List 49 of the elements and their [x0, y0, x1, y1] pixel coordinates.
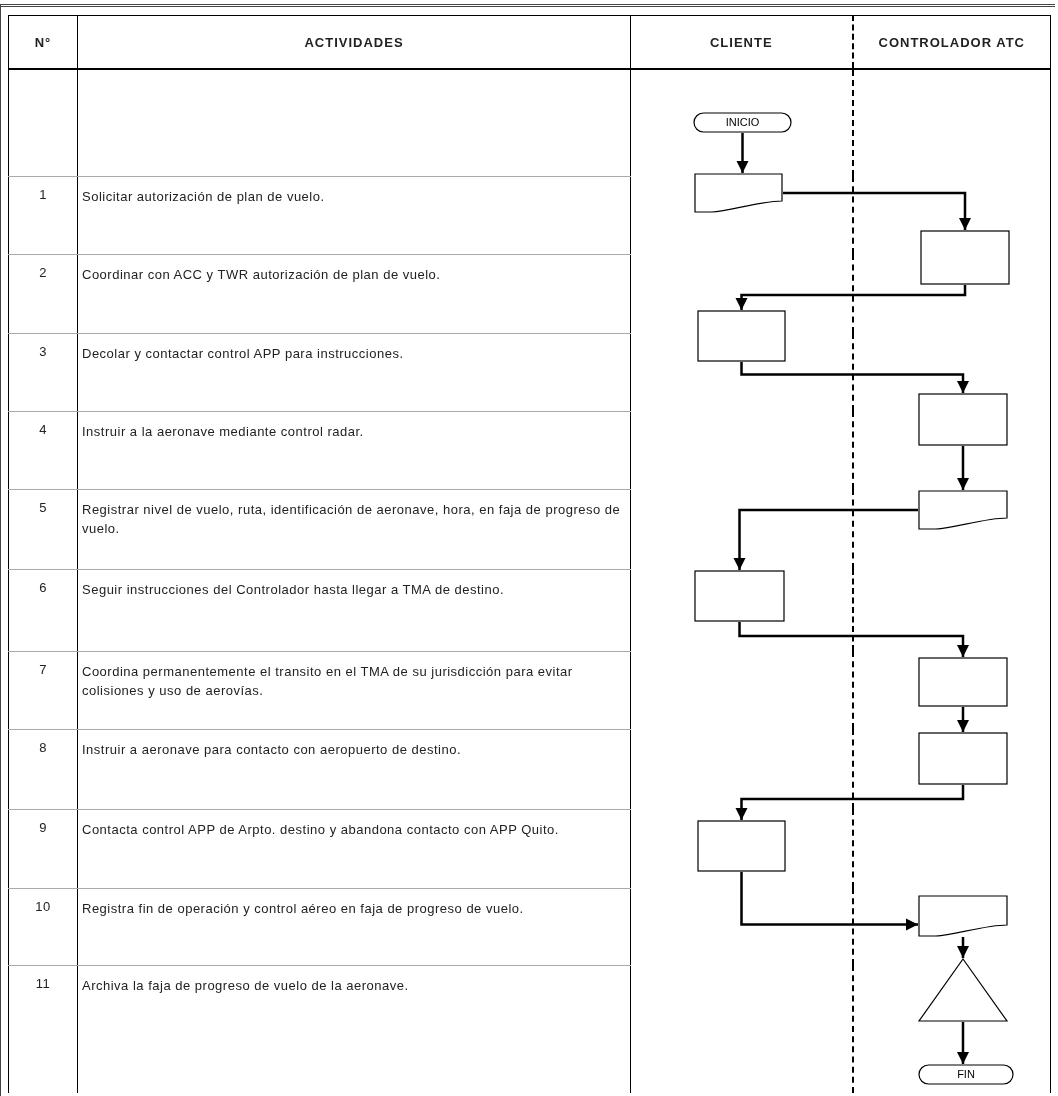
- activity-text: Solicitar autorización de plan de vuelo.: [77, 176, 631, 254]
- column-header: CLIENTE: [630, 15, 853, 69]
- activity-text: Instruir a la aeronave mediante control radar.: [77, 411, 631, 489]
- row-number: 2: [8, 254, 78, 333]
- process-box: [694, 570, 785, 622]
- row-number: 3: [8, 333, 78, 411]
- arrow: [735, 285, 967, 310]
- process-box: [697, 310, 786, 362]
- arrow: [740, 362, 970, 393]
- activity-text: Instruir a aeronave para contacto con aeropuerto de destino.: [77, 729, 631, 809]
- row-number: 11: [8, 965, 78, 1093]
- process-box: [920, 230, 1010, 285]
- arrow: [738, 622, 970, 657]
- document-symbol: [918, 490, 1008, 530]
- arrow: [956, 1022, 970, 1064]
- process-box: [918, 657, 1008, 707]
- activity-text: Decolar y contactar control APP para instrucciones.: [77, 333, 631, 411]
- activity-text: Seguir instrucciones del Controlador hasta llegar a TMA de destino.: [77, 569, 631, 651]
- activity-text: Contacta control APP de Arpto. destino y abandona contacto con APP Quito.: [77, 809, 631, 888]
- row-number: 5: [8, 489, 78, 569]
- process-box: [697, 820, 786, 872]
- arrow: [740, 872, 918, 931]
- row-number: 6: [8, 569, 78, 651]
- arrow: [783, 191, 972, 230]
- archive-triangle: [918, 958, 1008, 1022]
- arrow: [956, 446, 970, 490]
- process-box: [918, 393, 1008, 446]
- process-box: [918, 732, 1008, 785]
- row-number: 7: [8, 651, 78, 729]
- row-number: 1: [8, 176, 78, 254]
- row-number: 10: [8, 888, 78, 965]
- arrow: [736, 133, 749, 173]
- column-header: CONTROLADOR ATC: [852, 15, 1051, 69]
- activity-text: Registrar nivel de vuelo, ruta, identificación de aeronave, hora, en faja de progreso de vuelo.: [77, 489, 631, 569]
- row-number: 8: [8, 729, 78, 809]
- activity-text: Coordinar con ACC y TWR autorización de plan de vuelo.: [77, 254, 631, 333]
- activity-text: Coordina permanentemente el transito en el TMA de su jurisdicción para evitar colisiones y uso de aerovías.: [77, 651, 631, 729]
- activity-text: Registra fin de operación y control aéreo en faja de progreso de vuelo.: [77, 888, 631, 965]
- activity-text: Archiva la faja de progreso de vuelo de la aeronave.: [77, 965, 631, 1093]
- document-symbol: [918, 895, 1008, 937]
- arrow: [956, 707, 970, 732]
- row-number: 4: [8, 411, 78, 489]
- arrow: [735, 785, 965, 820]
- column-header: N°: [8, 15, 78, 69]
- document-symbol: [694, 173, 783, 213]
- column-header: ACTIVIDADES: [77, 15, 631, 69]
- row-number: 9: [8, 809, 78, 888]
- arrow: [956, 937, 970, 958]
- arrow: [733, 508, 918, 570]
